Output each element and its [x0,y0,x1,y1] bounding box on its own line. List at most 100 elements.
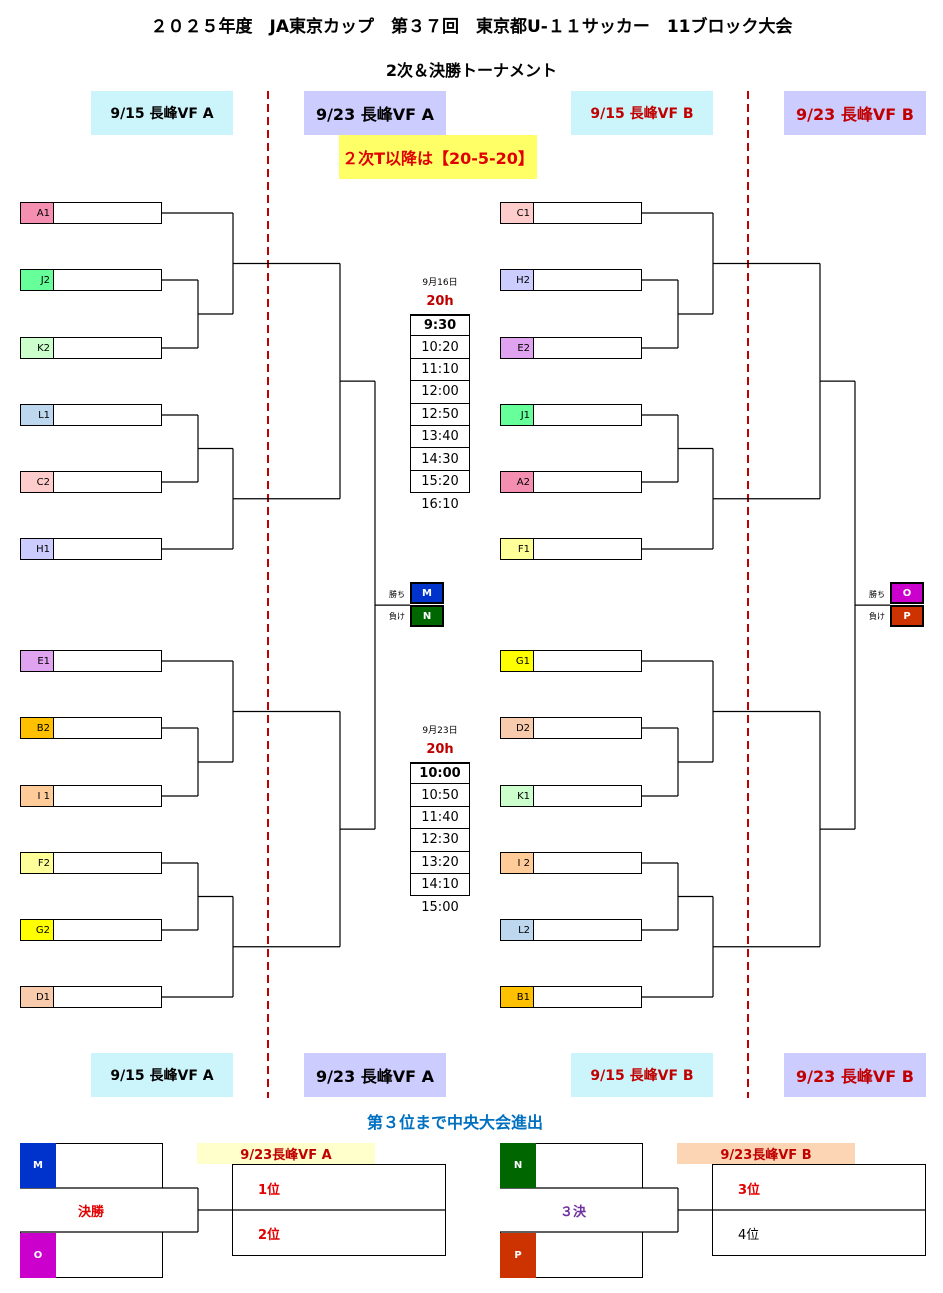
seed-label: C2 [20,471,54,493]
rule-note: ２次T以降は【20-5-20】 [339,135,537,179]
final-b-bottom-seed: P [500,1233,536,1278]
venue-b23-bottom: 9/23 長峰VF B [784,1053,926,1097]
seed-label: C1 [500,202,534,224]
seed-label: L2 [500,919,534,941]
seed-label: F1 [500,538,534,560]
team-slot[interactable] [54,919,162,941]
seed-label: D1 [20,986,54,1008]
time-slot: 10:20 [410,336,470,359]
team-slot[interactable] [534,404,642,426]
venue-b23-top: 9/23 長峰VF B [784,91,926,135]
seed-label: F2 [20,852,54,874]
loser-box-n: N [410,605,444,627]
final-b-venue: 9/23長峰VF B [677,1143,855,1164]
day1-time-table: 9:30 10:20 11:10 12:00 12:50 13:40 14:30… [410,314,470,516]
seed-label: A2 [500,471,534,493]
team-slot[interactable] [54,337,162,359]
win-label-left: 勝ち [389,590,405,599]
team-slot[interactable] [534,919,642,941]
team-slot[interactable] [534,202,642,224]
seed-label: K1 [500,785,534,807]
seed-label: L1 [20,404,54,426]
time-slot: 16:10 [421,496,459,512]
team-slot[interactable] [534,986,642,1008]
day1-duration: 20h [426,294,454,309]
venue-b15-bottom: 9/15 長峰VF B [571,1053,713,1097]
seed-label: B1 [500,986,534,1008]
team-slot[interactable] [54,852,162,874]
venue-a23-top: 9/23 長峰VF A [304,91,446,135]
page-subtitle: 2次＆決勝トーナメント [385,61,558,80]
day2-duration: 20h [426,742,454,757]
team-slot[interactable] [534,785,642,807]
team-slot[interactable] [54,404,162,426]
seed-label: D2 [500,717,534,739]
final-b-top-seed: N [500,1143,536,1188]
place-3: 3位 [738,1183,761,1198]
right-bracket [642,212,890,998]
time-slot: 9:30 [410,314,470,337]
time-slot: 15:20 [410,470,470,494]
team-slot[interactable] [54,538,162,560]
time-slot: 10:00 [410,762,470,785]
winner-box-m: M [410,582,444,604]
team-slot[interactable] [54,471,162,493]
team-slot[interactable] [534,337,642,359]
place-4: 4位 [738,1228,760,1243]
final-b-results-box [712,1164,926,1256]
time-slot: 12:00 [410,381,470,404]
seed-label: H2 [500,269,534,291]
team-slot[interactable] [54,785,162,807]
seed-label: I 1 [20,785,54,807]
place-1: 1位 [258,1183,281,1198]
venue-a23-bottom: 9/23 長峰VF A [304,1053,446,1097]
team-slot[interactable] [534,269,642,291]
seed-label: G1 [500,650,534,672]
final-a-top-seed: M [20,1143,56,1188]
team-slot[interactable] [54,717,162,739]
team-slot[interactable] [54,202,162,224]
advance-note: 第３位まで中央大会進出 [366,1113,543,1132]
day2-time-table: 10:00 10:50 11:40 12:30 13:20 14:10 15:0… [410,762,470,919]
time-slot: 10:50 [410,784,470,807]
team-slot[interactable] [534,717,642,739]
day1-date: 9月16日 [422,278,458,288]
page-title: ２０２５年度 JA東京カップ 第３７回 東京都U-１１サッカー 11ブロック大会 [150,17,793,37]
team-slot[interactable] [534,471,642,493]
final-a-label: 決勝 [78,1205,105,1220]
seed-label: J1 [500,404,534,426]
time-slot: 14:10 [410,873,470,897]
left-bracket [162,212,410,998]
winner-box-o: O [890,582,924,604]
team-slot[interactable] [54,986,162,1008]
time-slot: 14:30 [410,448,470,471]
seed-label: E2 [500,337,534,359]
team-slot[interactable] [534,650,642,672]
final-b-label: ３決 [560,1205,587,1220]
seed-label: I 2 [500,852,534,874]
time-slot: 11:40 [410,806,470,830]
time-slot: 11:10 [410,358,470,382]
venue-a15-bottom: 9/15 長峰VF A [91,1053,233,1097]
time-slot: 15:00 [421,900,459,916]
team-slot[interactable] [534,538,642,560]
final-a-venue: 9/23長峰VF A [197,1143,375,1164]
seed-label: E1 [20,650,54,672]
seed-label: A1 [20,202,54,224]
final-a-bottom-seed: O [20,1233,56,1278]
team-slot[interactable] [54,650,162,672]
seed-label: B2 [20,717,54,739]
seed-label: G2 [20,919,54,941]
team-slot[interactable] [54,269,162,291]
team-slot[interactable] [534,852,642,874]
venue-b15-top: 9/15 長峰VF B [571,91,713,135]
venue-a15-top: 9/15 長峰VF A [91,91,233,135]
day2-date: 9月23日 [422,726,458,736]
lose-label-right: 負け [869,612,885,621]
seed-label: J2 [20,269,54,291]
time-slot: 13:40 [410,425,470,449]
seed-label: K2 [20,337,54,359]
win-label-right: 勝ち [869,590,885,599]
time-slot: 13:20 [410,851,470,874]
